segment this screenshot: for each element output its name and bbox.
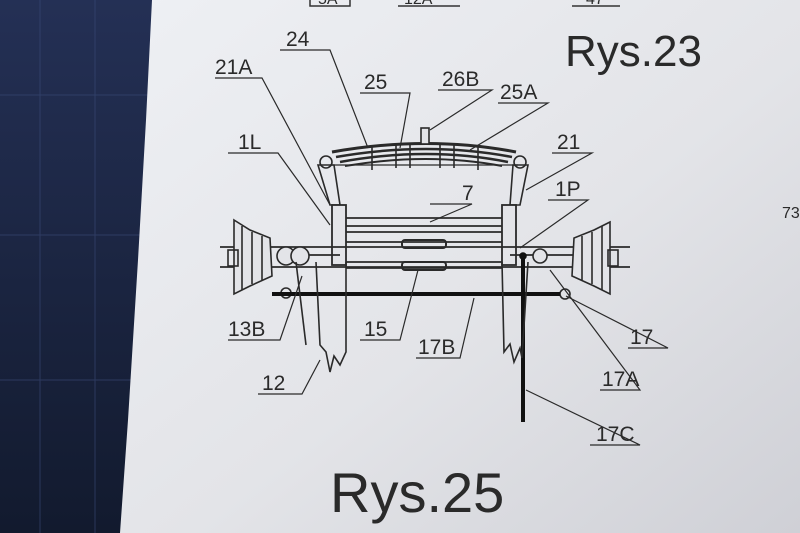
label-25a: 25A [500, 81, 537, 104]
label-21a: 21A [215, 56, 252, 79]
edge-fragment-text: 73 [782, 205, 800, 222]
label-1l: 1L [238, 131, 261, 154]
label-15: 15 [364, 318, 387, 341]
figure-caption-top: Rys.23 [565, 27, 702, 76]
figure-caption-main: Rys.25 [330, 461, 504, 524]
label-24: 24 [286, 28, 310, 51]
label-21: 21 [557, 131, 580, 154]
label-17c: 17C [596, 423, 635, 446]
caption-partial-12a: 12A [404, 0, 433, 8]
label-17b: 17B [418, 336, 455, 359]
wheel-right [532, 220, 619, 300]
wheel-left [227, 218, 310, 299]
axle-drawing [220, 127, 630, 422]
label-7: 7 [462, 182, 474, 205]
frame-legs [295, 261, 529, 373]
label-1p: 1P [555, 178, 581, 201]
label-17a: 17A [602, 368, 639, 391]
caption-partial-5a: 5A [318, 0, 338, 8]
leaf-spring [330, 127, 518, 170]
label-17: 17 [630, 326, 653, 349]
label-12: 12 [262, 372, 285, 395]
label-13b: 13B [228, 318, 265, 341]
frame-rails [331, 204, 517, 271]
label-25: 25 [364, 71, 387, 94]
leader-lines [215, 49, 669, 446]
part-labels: 24 21A 25 26B 25A 1L 21 7 1P 13B 15 17B … [215, 28, 653, 446]
mat-grid [0, 0, 150, 533]
top-partial-captions: 5A 12A 47 [309, 0, 620, 8]
caption-partial-47: 47 [586, 0, 604, 8]
label-26b: 26B [442, 68, 479, 91]
